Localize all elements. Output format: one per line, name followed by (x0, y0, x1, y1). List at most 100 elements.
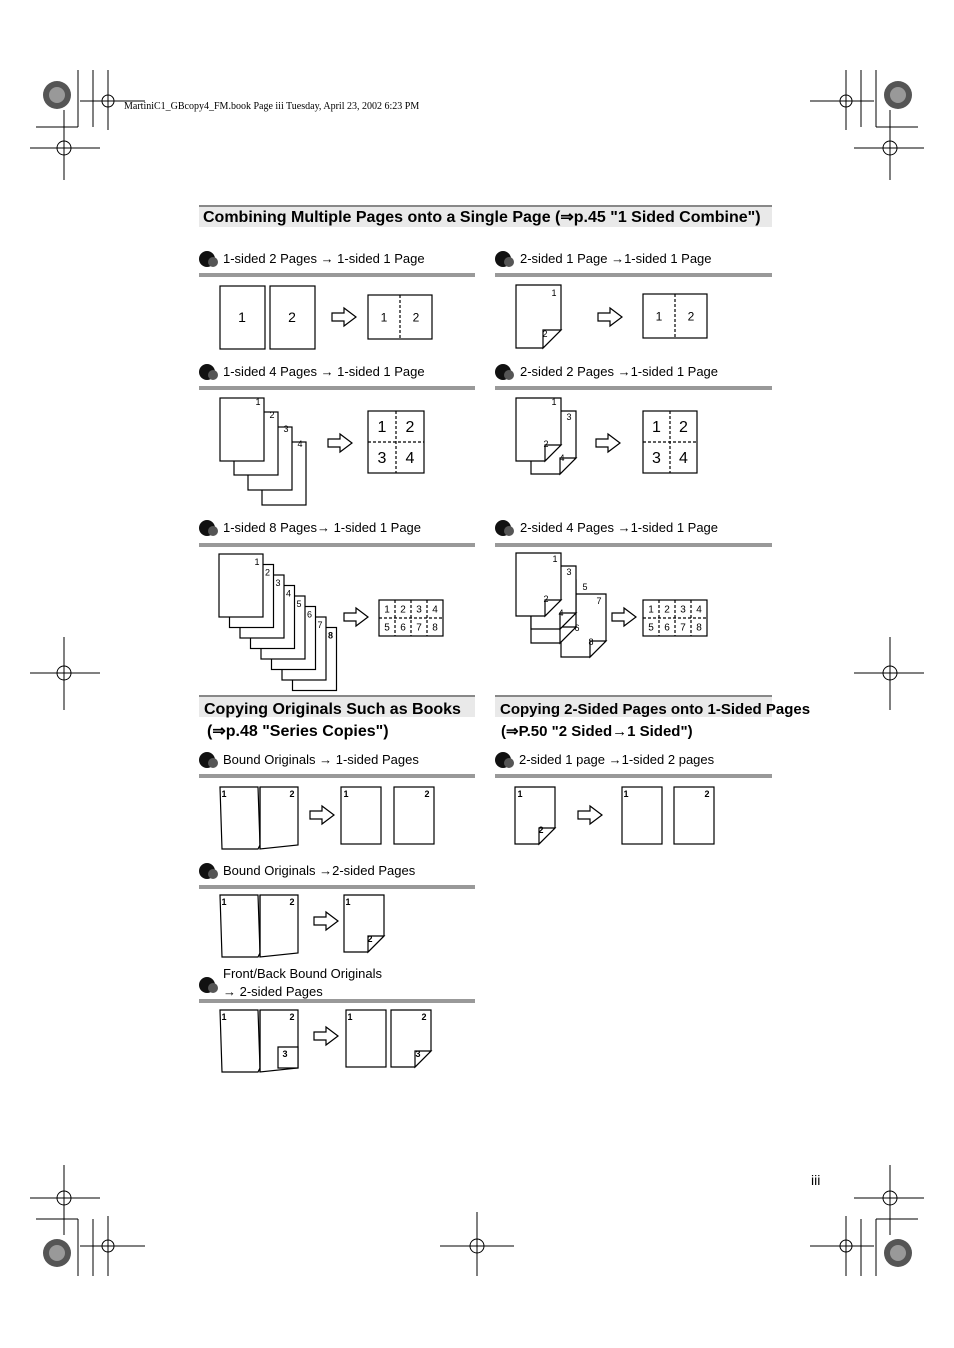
page-digit: 7 (596, 596, 601, 606)
page-digit: 1 (552, 554, 557, 564)
page-shape (393, 786, 435, 845)
page-shape (219, 285, 266, 350)
page-digit: 7 (317, 620, 322, 630)
page-digit: 3 (275, 578, 280, 588)
page-digit: 7 (680, 623, 686, 634)
page-digit: 1 (254, 557, 259, 567)
page-digit: 2 (538, 825, 543, 835)
page-digit: 4 (297, 439, 302, 449)
page-digit: 1 (648, 605, 654, 616)
divider (495, 273, 772, 277)
registration-wheel-icon (43, 81, 912, 1267)
bullet-icon (198, 750, 220, 775)
page-digit: 8 (328, 631, 333, 641)
page-digit: 3 (282, 1049, 287, 1059)
page-fold (277, 1046, 299, 1069)
page-digit: 2 (688, 309, 695, 323)
page-digit: 2 (421, 1012, 426, 1022)
page-fold (544, 599, 563, 618)
page-digit: 1 (378, 419, 387, 436)
arrow-icon (597, 307, 623, 327)
page-digit: 6 (307, 610, 312, 620)
page-digit: 1 (656, 309, 663, 323)
section-title-bar (495, 695, 772, 717)
page-digit: 2 (289, 789, 294, 799)
page-digit: 3 (652, 450, 661, 467)
page-digit: 1 (384, 605, 390, 616)
page-fold (367, 935, 386, 954)
page-digit: 3 (566, 567, 571, 577)
page-digit: 2 (679, 419, 688, 436)
page-digit: 5 (582, 582, 587, 592)
page-digit: 8 (588, 637, 593, 647)
page-digit: 3 (566, 412, 571, 422)
section-ref-2to1: (⇒P.50 "2 Sided→1 Sided") (501, 723, 693, 740)
page-digit: 1 (347, 1012, 352, 1022)
bullet-icon (198, 861, 220, 886)
page-digit: 5 (648, 623, 654, 634)
page-digit: 2 (542, 329, 547, 339)
page-digit: 5 (296, 599, 301, 609)
item-label: Bound Originals →2-sided Pages (223, 863, 416, 878)
page-fold (589, 640, 608, 659)
page-digit: 3 (283, 424, 288, 434)
page-digit: 2 (406, 419, 415, 436)
book-left-page (219, 786, 261, 850)
bullet-icon (494, 750, 516, 775)
page-digit: 2 (664, 605, 670, 616)
section-title-2to1: Copying 2-Sided Pages onto 1-Sided Pages (500, 701, 811, 718)
page-digit: 2 (288, 309, 296, 325)
page-digit: 2 (424, 789, 429, 799)
page-digit: 2 (265, 568, 270, 578)
book-left-page (219, 1009, 261, 1073)
page-digit: 4 (286, 589, 291, 599)
item-label: → 2-sided Pages (223, 984, 323, 999)
page-digit: 2 (704, 789, 709, 799)
item-label: 2-sided 4 Pages →1-sided 1 Page (520, 520, 719, 535)
page-digit: 1 (255, 397, 260, 407)
item-label: 2-sided 1 page →1-sided 2 pages (519, 752, 715, 767)
page-digit: 1 (551, 288, 556, 298)
divider (495, 774, 772, 778)
page-shape (621, 786, 663, 845)
section-title-bar (199, 205, 772, 227)
page-digit: 2 (289, 1012, 294, 1022)
page-shape (218, 553, 264, 618)
page-digit: 1 (221, 897, 226, 907)
arrow-icon (595, 433, 621, 453)
arrow-icon (313, 1026, 339, 1046)
page-digit: 1 (221, 1012, 226, 1022)
item-label: 2-sided 2 Pages →1-sided 1 Page (520, 364, 719, 379)
bullet-icon (494, 518, 516, 543)
page-digit: 2 (543, 594, 548, 604)
page-digit: 1 (381, 310, 388, 324)
item-label: Bound Originals → 1-sided Pages (223, 752, 419, 767)
file-info-header: MartiniC1_GBcopy4_FM.book Page iii Tuesd… (124, 101, 420, 112)
divider (199, 386, 475, 390)
page-digit: 5 (384, 623, 390, 634)
arrow-icon (343, 607, 369, 627)
section-title-books: Copying Originals Such as Books (204, 701, 461, 718)
page-shape (340, 786, 382, 845)
page-fold (414, 1050, 433, 1069)
page-digit: 1 (343, 789, 348, 799)
page-shape (673, 786, 715, 845)
arrow-icon (331, 307, 357, 327)
page-digit: 1 (345, 897, 350, 907)
bullet-icon (494, 362, 516, 387)
page-digit: 3 (416, 605, 422, 616)
bullet-icon (198, 362, 220, 387)
page-digit: 2 (289, 897, 294, 907)
bullet-icon (198, 975, 220, 1000)
page-digit: 2 (543, 439, 548, 449)
section-title-bar (199, 695, 475, 717)
arrow-icon (313, 911, 339, 931)
arrow-icon (577, 805, 603, 825)
page-digit: 1 (238, 309, 246, 325)
page-digit: 4 (696, 605, 702, 616)
page-digit: 1 (623, 789, 628, 799)
page-fold (538, 827, 557, 846)
page-digit: 2 (269, 410, 274, 420)
